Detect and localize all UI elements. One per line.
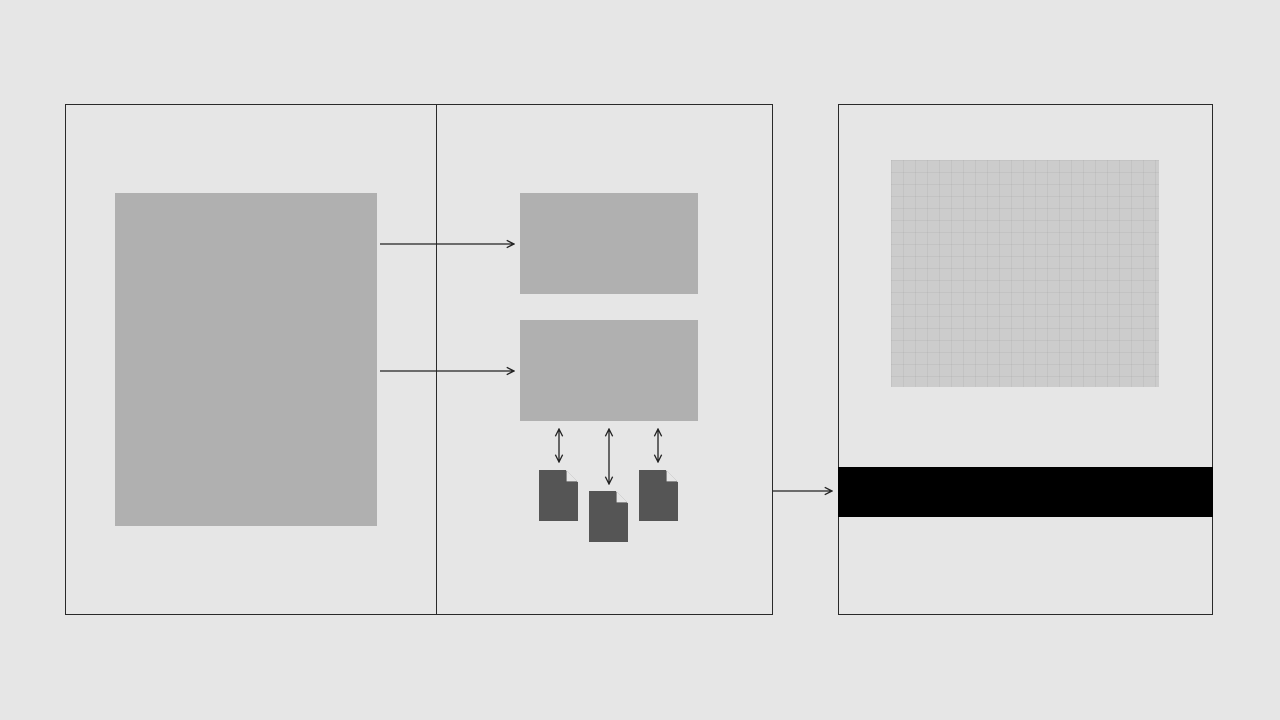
black-bar [838,467,1213,517]
preview-area [891,160,1159,387]
output-block-2 [520,320,698,421]
source-block [115,193,377,526]
output-block-1 [520,193,698,294]
